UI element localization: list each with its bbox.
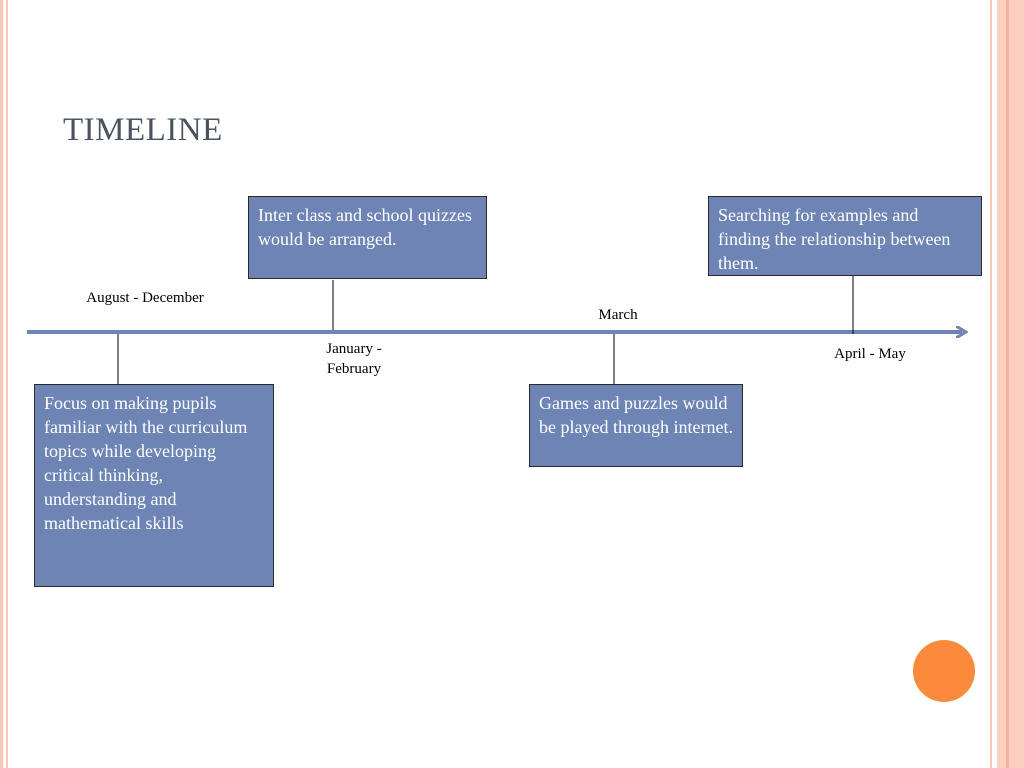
left-border-stripe-inner [6,0,8,768]
event-box-apr-may: Searching for examples and finding the r… [708,196,982,276]
event-box-jan-feb: Inter class and school quizzes would be … [248,196,487,279]
period-label-march: March [598,307,638,323]
accent-circle-decoration [913,640,975,702]
period-label-aug-dec: August - December [86,290,204,306]
period-label-jan-feb: January - February [326,341,382,377]
event-box-march: Games and puzzles would be played throug… [529,384,743,467]
right-border-stripes [986,0,1024,768]
slide-title: TIMELINE [63,112,223,148]
left-border-stripe [0,0,3,768]
event-box-aug-dec: Focus on making pupils familiar with the… [34,384,274,587]
period-label-apr-may: April - May [834,346,906,362]
